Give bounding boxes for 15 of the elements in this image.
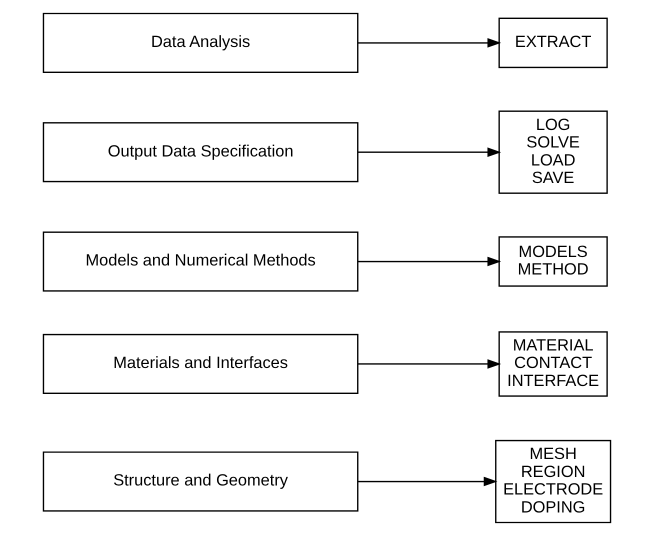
node-box: Models and Numerical Methods bbox=[42, 231, 358, 292]
node-box: LOG SOLVE LOAD SAVE bbox=[498, 110, 608, 194]
node-box: MODELS METHOD bbox=[498, 236, 608, 287]
node-box: Output Data Specification bbox=[42, 122, 358, 182]
node-box: Data Analysis bbox=[42, 12, 358, 73]
arrow bbox=[358, 359, 502, 369]
node-box: Materials and Interfaces bbox=[42, 334, 358, 394]
arrow bbox=[358, 147, 502, 157]
node-box: MESH REGION ELECTRODE DOPING bbox=[495, 440, 612, 524]
arrow bbox=[358, 38, 502, 48]
node-box: Structure and Geometry bbox=[42, 451, 358, 512]
arrow bbox=[358, 256, 502, 266]
node-box: EXTRACT bbox=[498, 18, 608, 68]
arrow bbox=[358, 476, 498, 486]
node-box: MATERIAL CONTACT INTERFACE bbox=[498, 331, 608, 397]
